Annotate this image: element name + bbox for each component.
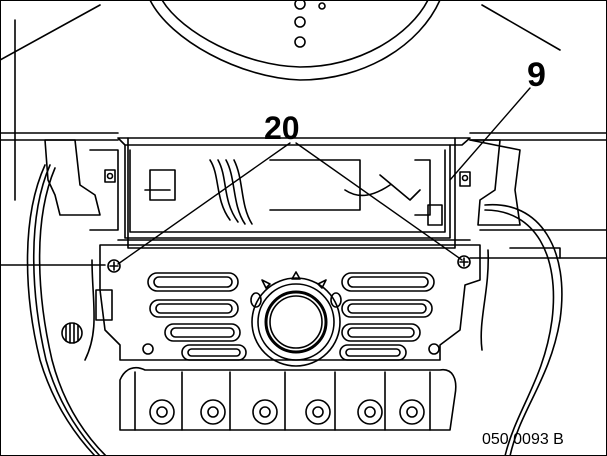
wiring-harness <box>26 164 563 456</box>
screw-right <box>457 255 471 269</box>
radio-unit <box>117 137 471 249</box>
control-fascia <box>84 244 490 367</box>
left-vent <box>61 289 113 344</box>
switch-bank <box>119 366 457 431</box>
center-gauge <box>149 0 441 81</box>
callout-9: 9 <box>527 56 546 94</box>
callout-20: 20 <box>264 110 300 146</box>
leader-lines <box>117 87 531 265</box>
dashboard-panel <box>0 4 607 266</box>
right-bracket <box>459 139 521 226</box>
screw-left <box>107 259 121 273</box>
figure-number: 050 0093 B <box>482 431 564 448</box>
left-bracket <box>44 139 119 231</box>
